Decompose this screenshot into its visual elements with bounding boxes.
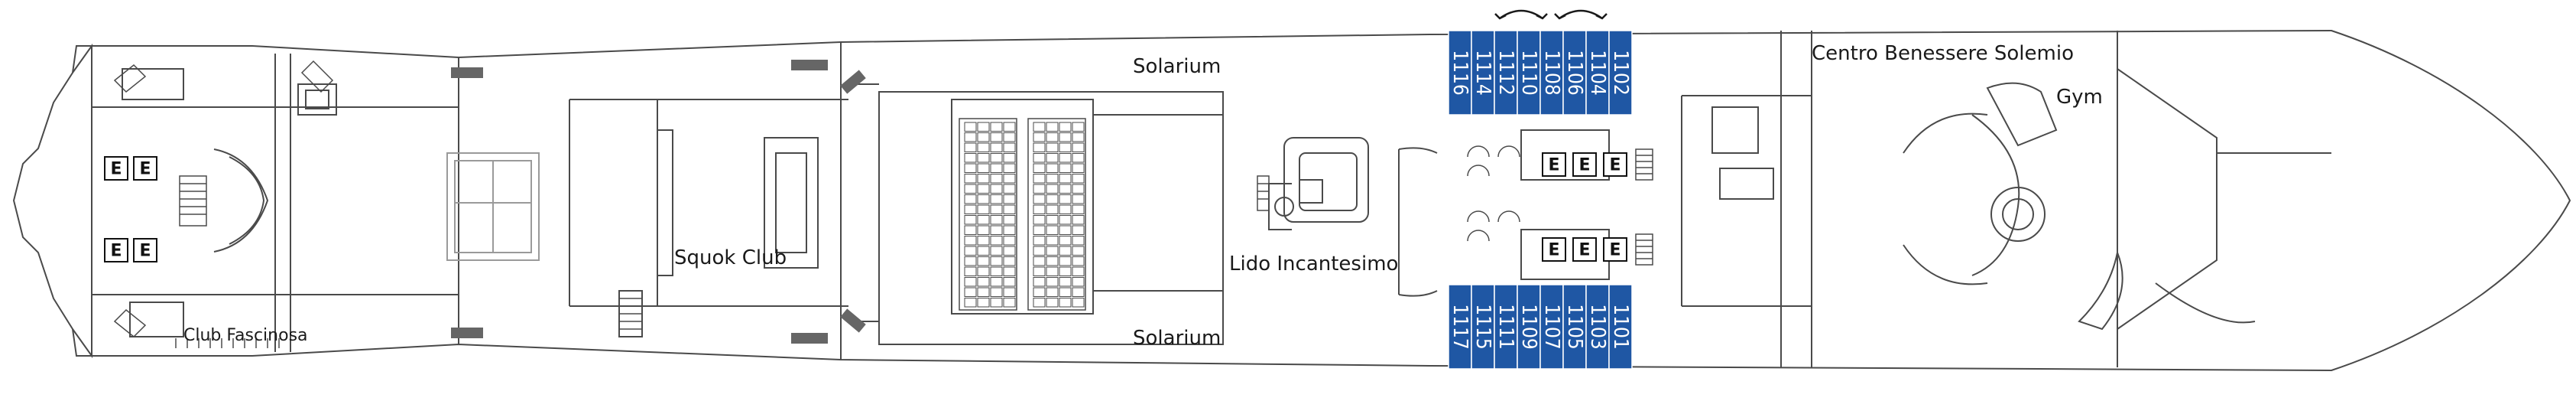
elevator-icon: E — [1603, 152, 1627, 177]
fixtures — [1467, 145, 1520, 242]
elevator-glyph: E — [139, 242, 151, 261]
cabin-number: 1111 — [1494, 304, 1517, 350]
elevator-icon: E — [1542, 237, 1566, 262]
connecting-cabins-arrow-icon — [1494, 9, 1548, 20]
cabin-1106[interactable]: 1106 — [1562, 30, 1587, 116]
cabin-1104[interactable]: 1104 — [1585, 30, 1610, 116]
elevator-glyph: E — [1548, 156, 1559, 175]
venue-label-solarium-top: Solarium — [1133, 55, 1221, 78]
cabin-number: 1108 — [1540, 50, 1563, 96]
cabin-number: 1114 — [1471, 50, 1494, 96]
elevator-icon: E — [133, 156, 157, 181]
cabin-1110[interactable]: 1110 — [1517, 30, 1541, 116]
stairs-icon — [1635, 233, 1653, 266]
venue-label-lido-incantesimo: Lido Incantesimo — [1229, 253, 1398, 275]
cabin-number: 1116 — [1449, 50, 1471, 96]
venue-label-gym: Gym — [2056, 86, 2103, 109]
cabin-number: 1102 — [1609, 50, 1632, 96]
elevator-glyph: E — [1578, 156, 1590, 175]
cabin-1112[interactable]: 1112 — [1494, 30, 1518, 116]
cabin-1107[interactable]: 1107 — [1539, 284, 1564, 370]
cabin-number: 1110 — [1517, 50, 1540, 96]
elevator-glyph: E — [139, 160, 151, 179]
spa-area — [1811, 31, 2331, 367]
elevator-glyph: E — [110, 160, 122, 179]
elevator-icon: E — [1542, 152, 1566, 177]
elevator-glyph: E — [110, 242, 122, 261]
elevator-icon: E — [133, 238, 157, 262]
cabin-number: 1107 — [1540, 304, 1563, 350]
elevator-icon: E — [1572, 237, 1597, 262]
cabin-1102[interactable]: 1102 — [1608, 30, 1633, 116]
cabin-1116[interactable]: 1116 — [1448, 30, 1472, 116]
cabin-number: 1104 — [1586, 50, 1609, 96]
sunbed-grid — [964, 122, 1085, 308]
cabin-number: 1103 — [1586, 304, 1609, 350]
elevator-icon: E — [104, 238, 128, 262]
cabin-1117[interactable]: 1117 — [1448, 284, 1472, 370]
venue-label-club-fascinosa: Club Fascinosa — [183, 326, 308, 345]
solarium-area — [878, 91, 1224, 345]
cabin-number: 1101 — [1609, 304, 1632, 350]
cabin-1115[interactable]: 1115 — [1471, 284, 1495, 370]
cabin-number: 1115 — [1471, 304, 1494, 350]
cabin-number: 1112 — [1494, 50, 1517, 96]
venue-label-centro-benessere: Centro Benessere Solemio — [1812, 42, 2074, 65]
cabin-1111[interactable]: 1111 — [1494, 284, 1518, 370]
elevator-icon: E — [1603, 237, 1627, 262]
cabin-1101[interactable]: 1101 — [1608, 284, 1633, 370]
cabin-number: 1106 — [1563, 50, 1586, 96]
squok-club-area — [618, 129, 819, 337]
elevator-glyph: E — [1548, 241, 1559, 260]
club-fascinosa-area — [72, 43, 337, 359]
venue-label-solarium-bottom: Solarium — [1133, 327, 1221, 350]
elevator-glyph: E — [1609, 156, 1621, 175]
cabin-number: 1105 — [1563, 304, 1586, 350]
play-area — [446, 152, 540, 261]
cabin-1109[interactable]: 1109 — [1517, 284, 1541, 370]
elevator-glyph: E — [1578, 241, 1590, 260]
cabin-1103[interactable]: 1103 — [1585, 284, 1610, 370]
lifeboat-icon — [451, 60, 866, 344]
elevator-icon: E — [1572, 152, 1597, 177]
elevator-glyph: E — [1609, 241, 1621, 260]
connecting-cabins-arrow-icon — [1554, 9, 1608, 20]
stairs-icon — [179, 175, 207, 227]
stairs-icon — [113, 60, 334, 338]
cabin-1114[interactable]: 1114 — [1471, 30, 1495, 116]
cabin-1108[interactable]: 1108 — [1539, 30, 1564, 116]
elevator-icon: E — [104, 156, 128, 181]
stairs-icon — [1257, 175, 1270, 211]
cabin-number: 1109 — [1517, 304, 1540, 350]
stairs-icon — [1635, 148, 1653, 181]
cabin-1105[interactable]: 1105 — [1562, 284, 1587, 370]
venue-label-squok-club: Squok Club — [674, 246, 787, 269]
cabin-number: 1117 — [1449, 304, 1471, 350]
